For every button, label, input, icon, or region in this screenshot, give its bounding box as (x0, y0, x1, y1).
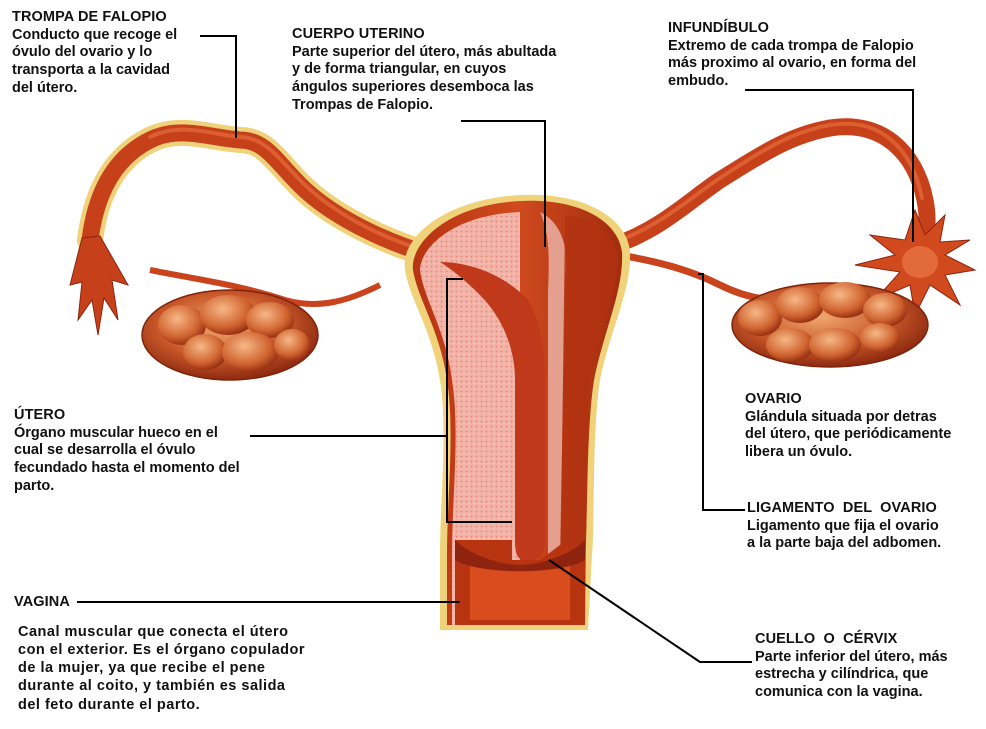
infundibulo-desc-line: Extremo de cada trompa de Falopio (668, 38, 916, 56)
ovario-desc-line: Glándula situada por detras (745, 409, 951, 427)
label-trompa-de-falopio: TROMPA DE FALOPIO Conducto que recoge el… (12, 9, 177, 97)
label-ovario: OVARIO Glándula situada por detras del ú… (745, 391, 951, 462)
ovario-title: OVARIO (745, 391, 951, 409)
ovario-desc-line: del útero, que periódicamente (745, 426, 951, 444)
cuerpo-desc-line: Parte superior del útero, más abultada (292, 44, 556, 62)
infundibulo-desc-line: embudo. (668, 73, 916, 91)
trompa-desc-line: Conducto que recoge el (12, 27, 177, 45)
label-ligamento-del-ovario: LIGAMENTO DEL OVARIO Ligamento que fija … (747, 500, 941, 553)
utero-desc-line: cual se desarrolla el óvulo (14, 442, 240, 460)
vagina-desc-line: del feto durante el parto. (18, 696, 305, 714)
cuello-desc-line: Parte inferior del útero, más (755, 649, 948, 667)
vagina-title: VAGINA (14, 594, 70, 612)
utero-desc-line: parto. (14, 478, 240, 496)
label-cuello-o-cervix: CUELLO O CÉRVIX Parte inferior del útero… (755, 631, 948, 702)
utero-desc-line: Órgano muscular hueco en el (14, 425, 240, 443)
cuello-desc-line: comunica con la vagina. (755, 684, 948, 702)
infundibulo-desc-line: más proximo al ovario, en forma del (668, 55, 916, 73)
ovario-desc-line: libera un óvulo. (745, 444, 951, 462)
left-fimbriae (70, 236, 128, 335)
label-vagina-title: VAGINA (14, 594, 70, 612)
trompa-title: TROMPA DE FALOPIO (12, 9, 177, 27)
utero-desc-line: fecundado hasta el momento del (14, 460, 240, 478)
trompa-desc-line: óvulo del ovario y lo (12, 44, 177, 62)
trompa-desc-line: transporta a la cavidad (12, 62, 177, 80)
right-ovarian-ligament (620, 255, 780, 300)
cuerpo-desc-line: ángulos superiores desemboca las (292, 79, 556, 97)
label-infundibulo: INFUNDÍBULO Extremo de cada trompa de Fa… (668, 20, 916, 91)
label-utero: ÚTERO Órgano muscular hueco en el cual s… (14, 407, 240, 495)
vagina-desc-line: de la mujer, ya que recibe el pene (18, 659, 305, 677)
label-cuerpo-uterino: CUERPO UTERINO Parte superior del útero,… (292, 26, 556, 114)
right-ovary (732, 282, 928, 367)
uterus-body (405, 195, 631, 630)
cuerpo-desc-line: Trompas de Falopio. (292, 97, 556, 115)
ligamento-title: LIGAMENTO DEL OVARIO (747, 500, 941, 518)
label-vagina-description: Canal muscular que conecta el útero con … (18, 623, 305, 714)
utero-title: ÚTERO (14, 407, 240, 425)
left-fallopian-tube (90, 130, 430, 255)
cuerpo-title: CUERPO UTERINO (292, 26, 556, 44)
ligamento-desc-line: Ligamento que fija el ovario (747, 518, 941, 536)
infundibulo-title: INFUNDÍBULO (668, 20, 916, 38)
vagina-desc-line: Canal muscular que conecta el útero (18, 623, 305, 641)
ligamento-desc-line: a la parte baja del adbomen. (747, 535, 941, 553)
left-ovary (142, 290, 318, 380)
leader-infundibulo (745, 90, 913, 242)
vagina-desc-line: durante al coito, y también es salida (18, 677, 305, 695)
cuello-title: CUELLO O CÉRVIX (755, 631, 948, 649)
cuello-desc-line: estrecha y cilíndrica, que (755, 666, 948, 684)
trompa-desc-line: del útero. (12, 80, 177, 98)
cuerpo-desc-line: y de forma triangular, en cuyos (292, 61, 556, 79)
vagina-desc-line: con el exterior. Es el órgano copulador (18, 641, 305, 659)
